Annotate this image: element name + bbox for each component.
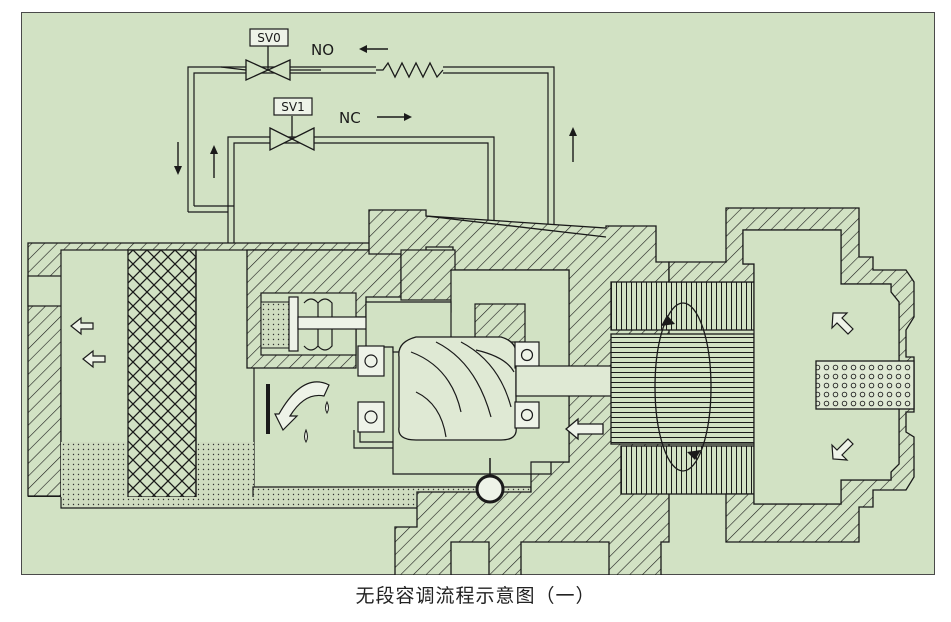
piston <box>288 296 299 352</box>
motor-shaft <box>515 365 612 397</box>
capillary-resistor <box>376 61 444 79</box>
mesh-filter <box>127 249 197 498</box>
screw-rotor <box>398 336 517 441</box>
oil-drop <box>304 428 308 443</box>
flow-arrow-down <box>174 142 182 175</box>
piston-oil-chamber <box>260 301 290 349</box>
flow-arrow-up <box>210 145 218 178</box>
suction-flow-arrow <box>564 417 604 441</box>
diagram-caption: 无段容调流程示意图（一） <box>355 585 596 607</box>
piston-rod <box>297 316 369 330</box>
bearing <box>514 401 540 429</box>
flow-arrow-up <box>569 127 577 162</box>
oil-separator <box>27 242 417 498</box>
compressor-flow-diagram: SV0 SV1 NO NC <box>21 12 935 575</box>
motor-stator <box>610 281 755 495</box>
solenoid-valve-sv1: SV1 <box>269 97 315 152</box>
discharge-flow-arrow <box>70 316 106 369</box>
suction-filter <box>815 360 915 410</box>
oil-sight-glass <box>475 458 505 504</box>
bearing <box>514 341 540 369</box>
oil-return-arrow <box>274 381 330 432</box>
sv0-label: SV0 <box>257 31 280 45</box>
no-flow-arrow <box>359 45 388 53</box>
nc-label: NC <box>339 109 361 127</box>
oil-drop <box>325 400 329 414</box>
bearing <box>357 345 385 377</box>
oil-separator-outlet <box>27 275 63 307</box>
suction-inlet-arrow <box>831 312 854 461</box>
no-label: NO <box>311 41 334 59</box>
sv1-label: SV1 <box>281 100 304 114</box>
solenoid-valve-sv0: SV0 <box>245 28 291 82</box>
nc-flow-arrow <box>377 113 412 121</box>
rotation-arrow <box>654 302 712 472</box>
bearing <box>357 401 385 433</box>
